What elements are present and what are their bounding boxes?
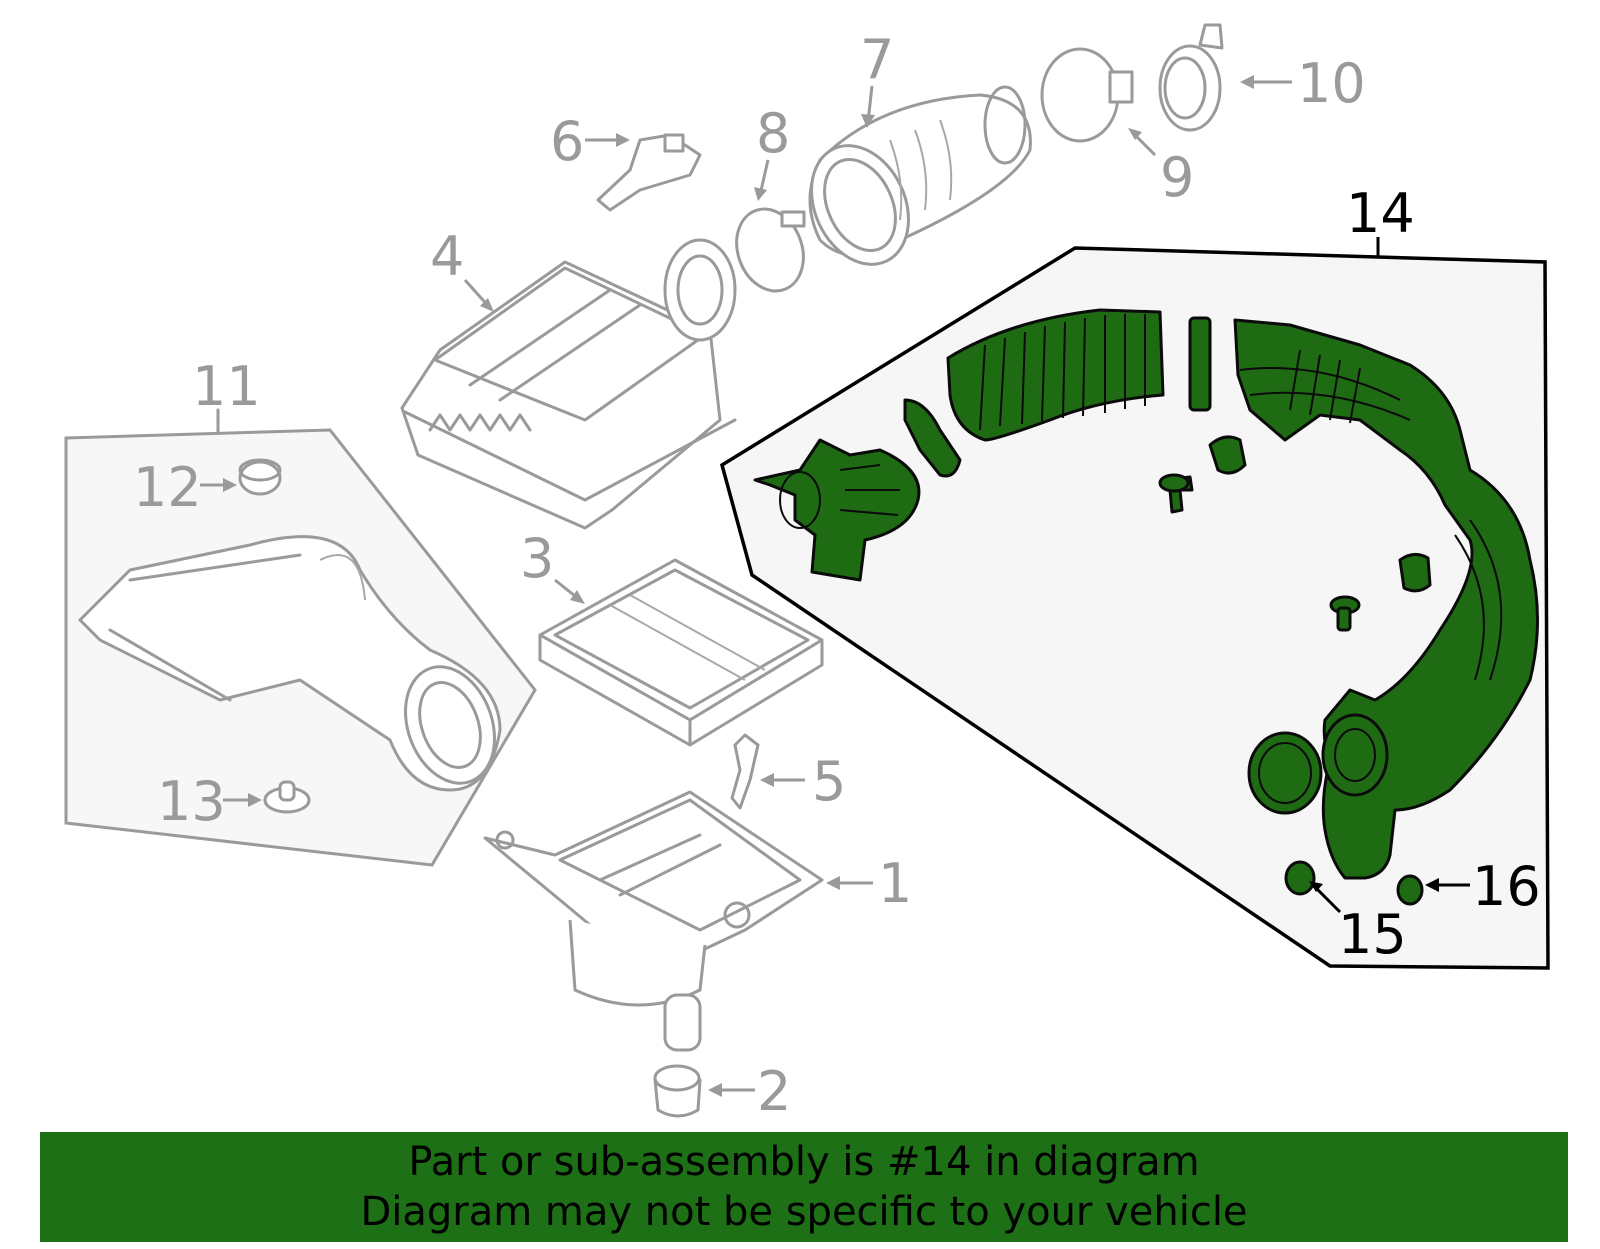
svg-text:6: 6	[550, 110, 584, 173]
callout-14: 14	[1346, 182, 1415, 245]
svg-text:11: 11	[192, 355, 261, 418]
part-8-clamp[interactable]	[726, 200, 815, 301]
banner-line-1: Part or sub-assembly is #14 in diagram	[408, 1139, 1200, 1185]
callout-15: 15	[1309, 881, 1407, 966]
part-4-upper-cover[interactable]	[400, 238, 737, 530]
part-1-lower-housing[interactable]	[483, 790, 824, 1052]
callout-2: 2	[708, 1060, 791, 1123]
svg-text:7: 7	[860, 28, 894, 91]
info-banner: Part or sub-assembly is #14 in diagram D…	[40, 1132, 1568, 1242]
svg-text:1: 1	[878, 852, 912, 915]
callout-1: 1	[826, 852, 912, 915]
part-10-maf[interactable]	[1158, 23, 1224, 132]
svg-text:5: 5	[812, 750, 846, 813]
callout-3: 3	[520, 527, 585, 604]
part-7-bellows[interactable]	[793, 85, 1032, 280]
callout-13: 13	[157, 770, 262, 833]
callout-9: 9	[1128, 128, 1194, 209]
svg-text:3: 3	[520, 527, 554, 590]
callout-6: 6	[550, 110, 630, 173]
part-5-clip[interactable]	[730, 733, 760, 810]
svg-text:15: 15	[1338, 903, 1407, 966]
svg-text:16: 16	[1472, 855, 1541, 918]
part-9-clamp[interactable]	[1040, 47, 1134, 143]
part-13-pushpin[interactable]	[263, 780, 311, 814]
banner-line-2: Diagram may not be specific to your vehi…	[360, 1189, 1248, 1235]
svg-text:13: 13	[157, 770, 226, 833]
callout-4: 4	[430, 225, 494, 312]
part-12-nut[interactable]	[238, 458, 282, 496]
callout-16: 16	[1425, 855, 1541, 918]
svg-text:14: 14	[1346, 182, 1415, 245]
part-11-intake-duct[interactable]	[78, 535, 510, 796]
callout-12: 12	[133, 456, 237, 519]
part-6-sensor[interactable]	[596, 133, 702, 212]
svg-text:4: 4	[430, 225, 464, 288]
svg-text:2: 2	[757, 1060, 791, 1123]
parts-diagram: 1 2 3 4 5 6 7 8 9 10	[64, 23, 1550, 1123]
callout-8: 8	[754, 102, 790, 201]
part-3-air-filter[interactable]	[538, 558, 824, 747]
callout-5: 5	[760, 750, 846, 813]
svg-text:10: 10	[1297, 52, 1366, 115]
svg-text:12: 12	[133, 456, 202, 519]
part-14-assembly[interactable]	[753, 308, 1539, 906]
svg-text:8: 8	[756, 102, 790, 165]
part-2-grommet[interactable]	[653, 1064, 702, 1118]
svg-text:9: 9	[1160, 146, 1194, 209]
callout-7: 7	[860, 28, 894, 128]
callout-10: 10	[1240, 52, 1366, 115]
callout-11: 11	[192, 355, 261, 418]
